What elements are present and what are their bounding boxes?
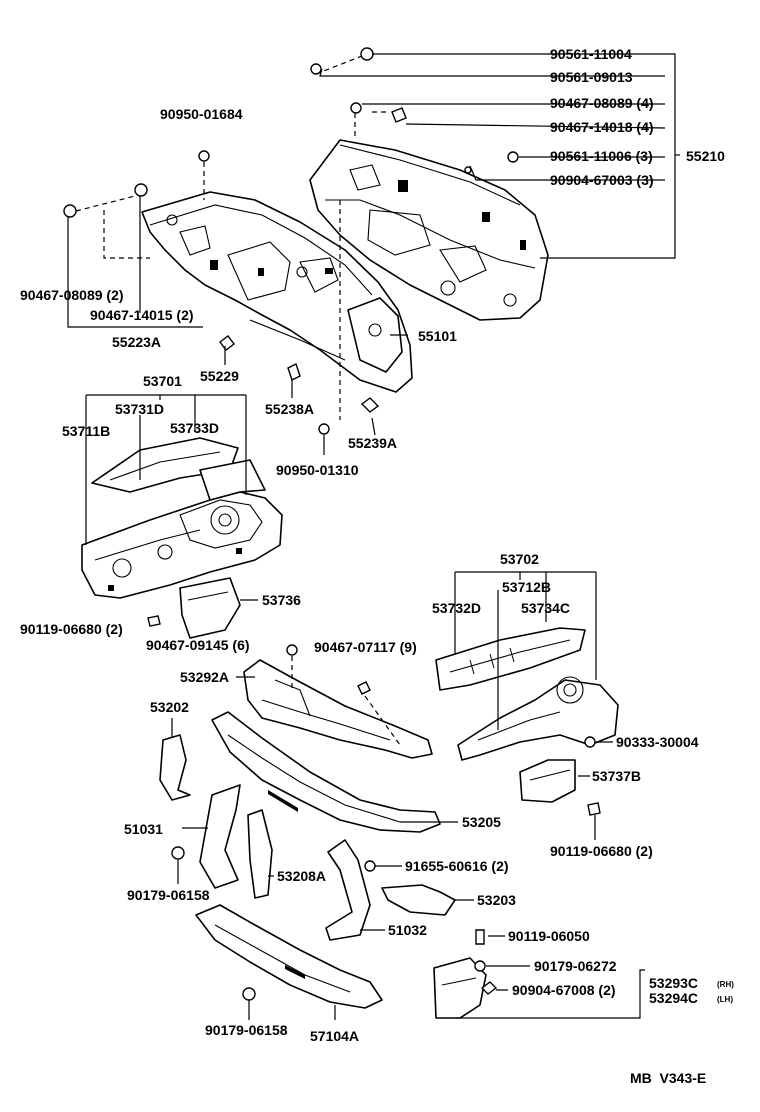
label-90179-06158-b: 90179-06158 bbox=[205, 1022, 288, 1038]
label-53205: 53205 bbox=[462, 814, 501, 830]
label-90179-06158-a: 90179-06158 bbox=[127, 887, 210, 903]
apron-53701 bbox=[81, 394, 283, 639]
label-53737b: 53737B bbox=[592, 768, 641, 784]
label-90561-09013: 90561-09013 bbox=[550, 69, 633, 85]
apron-53702 bbox=[435, 571, 619, 840]
brackets-left bbox=[159, 718, 274, 899]
label-55229: 55229 bbox=[200, 368, 239, 384]
label-90119-06680-2-a: 90119-06680 (2) bbox=[20, 621, 123, 637]
label-53202: 53202 bbox=[150, 699, 189, 715]
diagram-code: MB V343-E bbox=[630, 1070, 706, 1086]
label-90561-11006-3: 90561-11006 (3) bbox=[550, 148, 653, 164]
label-90119-06050: 90119-06050 bbox=[508, 928, 590, 944]
label-53733d: 53733D bbox=[170, 420, 219, 436]
label-53203: 53203 bbox=[477, 892, 516, 908]
label-53702: 53702 bbox=[500, 551, 539, 567]
dash-panel-55101 bbox=[141, 191, 413, 393]
label-90904-67008-2: 90904-67008 (2) bbox=[512, 982, 616, 998]
label-91655-60616-2: 91655-60616 (2) bbox=[405, 858, 509, 874]
label-90950-01684: 90950-01684 bbox=[160, 106, 243, 122]
label-53712b: 53712B bbox=[502, 579, 551, 595]
label-90179-06272: 90179-06272 bbox=[534, 958, 617, 974]
label-53208a: 53208A bbox=[277, 868, 326, 884]
lower-bar-57104a bbox=[195, 904, 383, 1020]
radiator-support-53292a bbox=[236, 644, 433, 759]
label-90904-67003-3: 90904-67003 (3) bbox=[550, 172, 654, 188]
label-53292a: 53292A bbox=[180, 669, 229, 685]
label-90119-06680-2-b: 90119-06680 (2) bbox=[550, 843, 653, 859]
label-90467-09145-6: 90467-09145 (6) bbox=[146, 637, 250, 653]
label-55239a: 55239A bbox=[348, 435, 397, 451]
label-lh: (LH) bbox=[717, 995, 733, 1004]
label-90467-08089-2: 90467-08089 (2) bbox=[20, 287, 124, 303]
label-53731d: 53731D bbox=[115, 401, 164, 417]
label-53293c: 53293C bbox=[649, 975, 698, 991]
label-53732d: 53732D bbox=[432, 600, 481, 616]
cowl-fasteners bbox=[310, 47, 680, 259]
label-90467-14018-4: 90467-14018 (4) bbox=[550, 119, 654, 135]
callout-labels: 90561-11004 90561-09013 90467-08089 (4) … bbox=[20, 46, 734, 1086]
label-57104a: 57104A bbox=[310, 1028, 359, 1044]
label-53701: 53701 bbox=[143, 373, 182, 389]
label-55238a: 55238A bbox=[265, 401, 314, 417]
cross-member-53205 bbox=[211, 711, 458, 833]
label-90467-08089-4: 90467-08089 (4) bbox=[550, 95, 654, 111]
label-51031: 51031 bbox=[124, 821, 163, 837]
label-53294c: 53294C bbox=[649, 990, 698, 1006]
dash-fasteners bbox=[63, 150, 408, 455]
label-90333-30004: 90333-30004 bbox=[616, 734, 699, 750]
label-53711b: 53711B bbox=[62, 423, 110, 439]
label-51032: 51032 bbox=[388, 922, 427, 938]
bracket-53293c bbox=[433, 929, 645, 1019]
label-53734c: 53734C bbox=[521, 600, 570, 616]
label-90561-11004: 90561-11004 bbox=[550, 46, 632, 62]
label-90467-14015-2: 90467-14015 (2) bbox=[90, 307, 194, 323]
label-55101: 55101 bbox=[418, 328, 457, 344]
cowl-panel-55210 bbox=[309, 139, 549, 321]
bracket-51032-53203 bbox=[325, 839, 474, 941]
label-rh: (RH) bbox=[717, 980, 734, 989]
label-90467-07117-9: 90467-07117 (9) bbox=[314, 639, 417, 655]
label-55223a: 55223A bbox=[112, 334, 161, 350]
label-53736: 53736 bbox=[262, 592, 301, 608]
label-55210: 55210 bbox=[686, 148, 725, 164]
nut-icon bbox=[360, 47, 374, 61]
label-90950-01310: 90950-01310 bbox=[276, 462, 359, 478]
